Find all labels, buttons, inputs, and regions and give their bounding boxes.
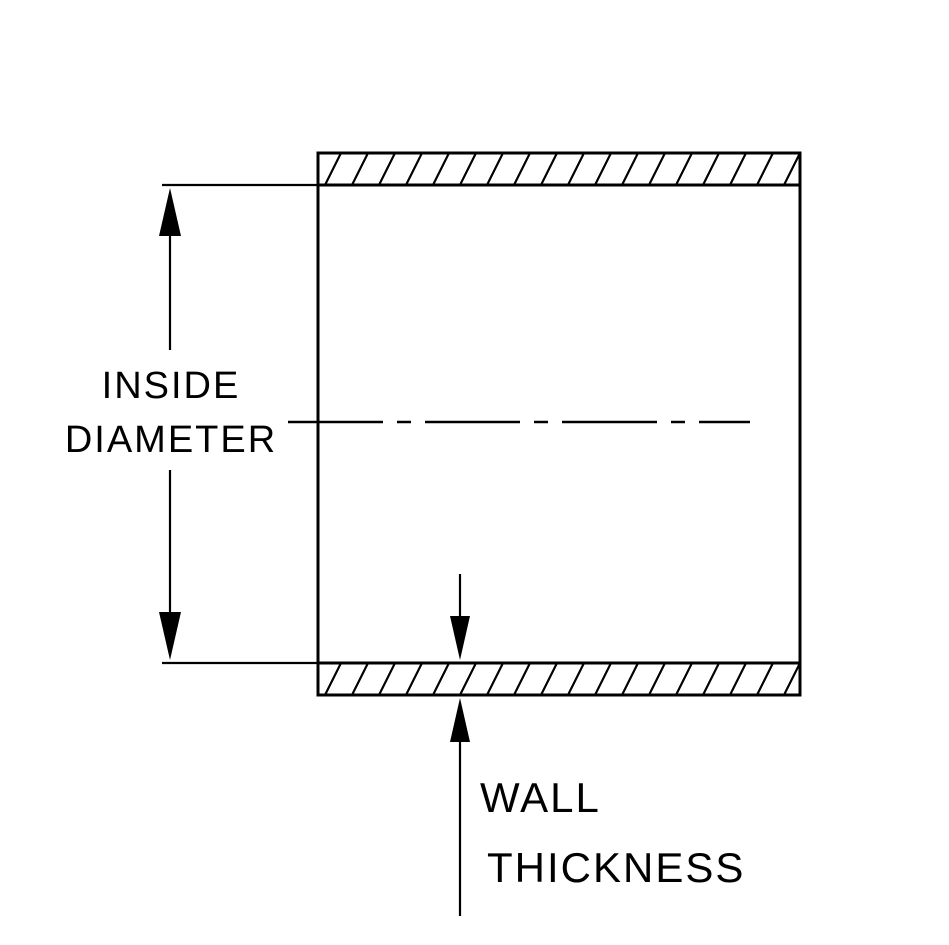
arrow-up-icon	[159, 188, 181, 236]
inside-diameter-label-line1: INSIDE	[102, 365, 241, 407]
top-wall-hatch	[318, 153, 800, 185]
wall-arrow-up-icon	[450, 698, 470, 742]
arrow-down-icon	[159, 612, 181, 660]
wall-thickness-label-line2: THICKNESS	[487, 844, 745, 891]
wall-arrow-down-icon	[450, 616, 470, 660]
diagram-arrows	[159, 188, 470, 742]
diagram-lines	[162, 151, 802, 916]
wall-thickness-label-line1: WALL	[480, 774, 601, 821]
inside-diameter-label-line2: DIAMETER	[65, 419, 277, 461]
bottom-wall-hatch	[318, 663, 800, 695]
hose-body-outline	[316, 151, 802, 697]
